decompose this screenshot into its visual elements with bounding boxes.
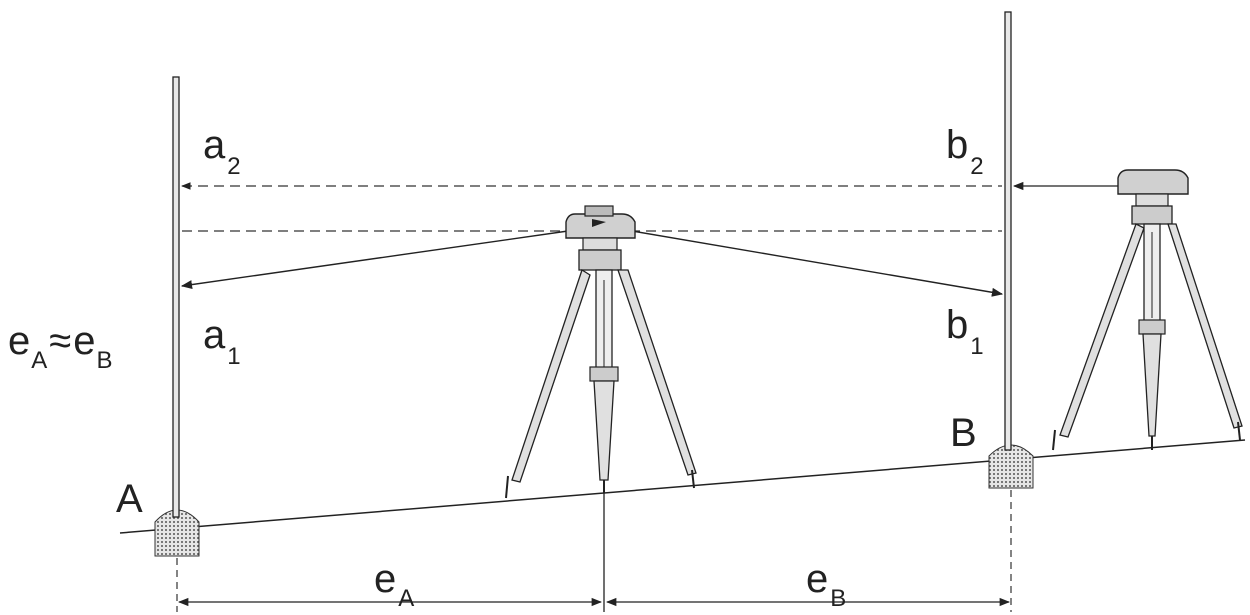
label-point-a: A — [116, 477, 143, 521]
ground-line — [119, 439, 1246, 534]
level-instrument-right — [1052, 169, 1243, 451]
label-a2: a2 — [203, 123, 241, 180]
label-ea-approx-eb: eA≈eB — [8, 319, 112, 374]
benchmark-b — [988, 444, 1034, 489]
label-b2: b2 — [946, 123, 984, 180]
label-ea: eA — [374, 557, 414, 612]
label-b1: b1 — [946, 303, 984, 360]
sight-line-a1 — [180, 230, 569, 290]
label-point-b: B — [950, 411, 977, 455]
staff-a — [172, 76, 180, 518]
level-instrument-middle — [505, 205, 697, 499]
label-a1: a1 — [203, 313, 241, 370]
sight-line-b1 — [631, 230, 1004, 297]
benchmark-a — [154, 509, 200, 557]
staff-b — [1004, 11, 1012, 451]
label-eb: eB — [806, 557, 846, 612]
